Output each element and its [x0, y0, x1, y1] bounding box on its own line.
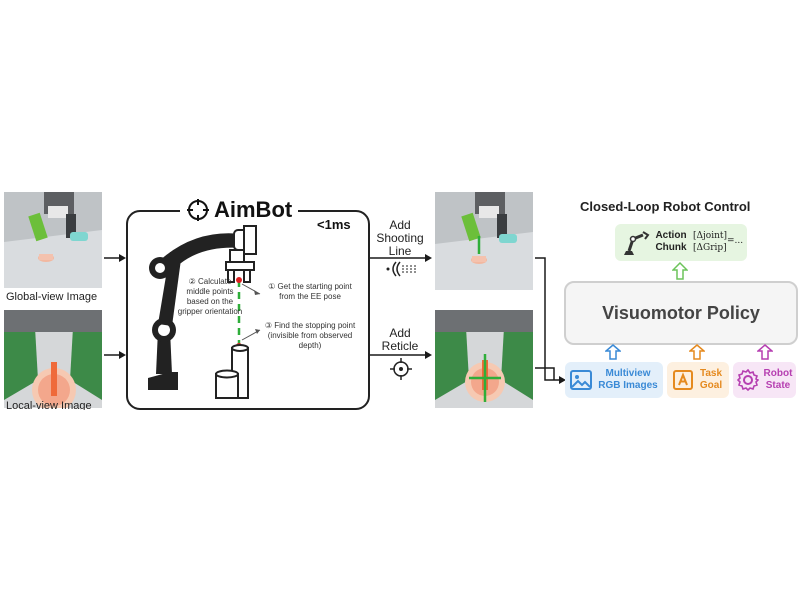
action-chunk-label: Action Chunk: [655, 230, 687, 253]
step1-label: ① Get the starting point from the EE pos…: [268, 282, 352, 301]
local-view-augmented-image: [435, 310, 533, 408]
global-view-image: [4, 192, 102, 288]
action-formula-top: [Δjoint]: [693, 231, 728, 241]
control-title: Closed-Loop Robot Control: [580, 199, 751, 214]
state-to-policy-arrow: [757, 344, 773, 360]
multiview-images-chip: Multiview RGB Images: [565, 362, 663, 398]
robot-arm-icon: [624, 231, 650, 255]
global-view-caption: Global-view Image: [6, 291, 98, 303]
aimbot-header: AimBot: [180, 196, 299, 224]
task-to-policy-arrow: [689, 344, 705, 360]
text-a-icon: [673, 370, 693, 390]
latency-label: <1ms: [317, 217, 351, 232]
global-view-augmented-image: [435, 192, 533, 290]
robot-state-label: Robot State: [763, 368, 793, 391]
local-view-caption: Local-view Image: [6, 400, 92, 410]
visuomotor-policy-box: Visuomotor Policy: [564, 281, 798, 345]
policy-label: Visuomotor Policy: [602, 302, 760, 323]
step3-label: ③ Find the stopping point (invisible fro…: [264, 321, 356, 350]
image-icon: [570, 370, 592, 390]
policy-to-action-arrow: [672, 262, 688, 280]
reticle-icon: [390, 358, 412, 380]
robot-arm-illustration: [148, 225, 261, 399]
task-goal-label: Task Goal: [699, 368, 723, 391]
reticle-label: Add Reticle: [381, 326, 419, 353]
shooting-line-label: Add Shooting Line: [376, 218, 424, 258]
action-formula-bottom: [ΔGrip]: [693, 243, 727, 253]
multiview-images-label: Multiview RGB Images: [598, 368, 658, 391]
action-formula-suffix: =...: [727, 236, 744, 246]
robot-state-chip: Robot State: [733, 362, 796, 398]
shooting-line-icon: [386, 261, 418, 277]
local-view-image: [4, 310, 102, 408]
crosshair-icon: [187, 199, 209, 221]
images-to-policy-arrow: [605, 344, 621, 360]
aimbot-title: AimBot: [214, 197, 293, 222]
step2-label: ② Calculate middle points based on the g…: [177, 277, 243, 316]
action-chunk-box: Action Chunk [Δjoint] [ΔGrip] =...: [615, 224, 747, 261]
gear-icon: [737, 369, 759, 391]
task-goal-chip: Task Goal: [667, 362, 729, 398]
